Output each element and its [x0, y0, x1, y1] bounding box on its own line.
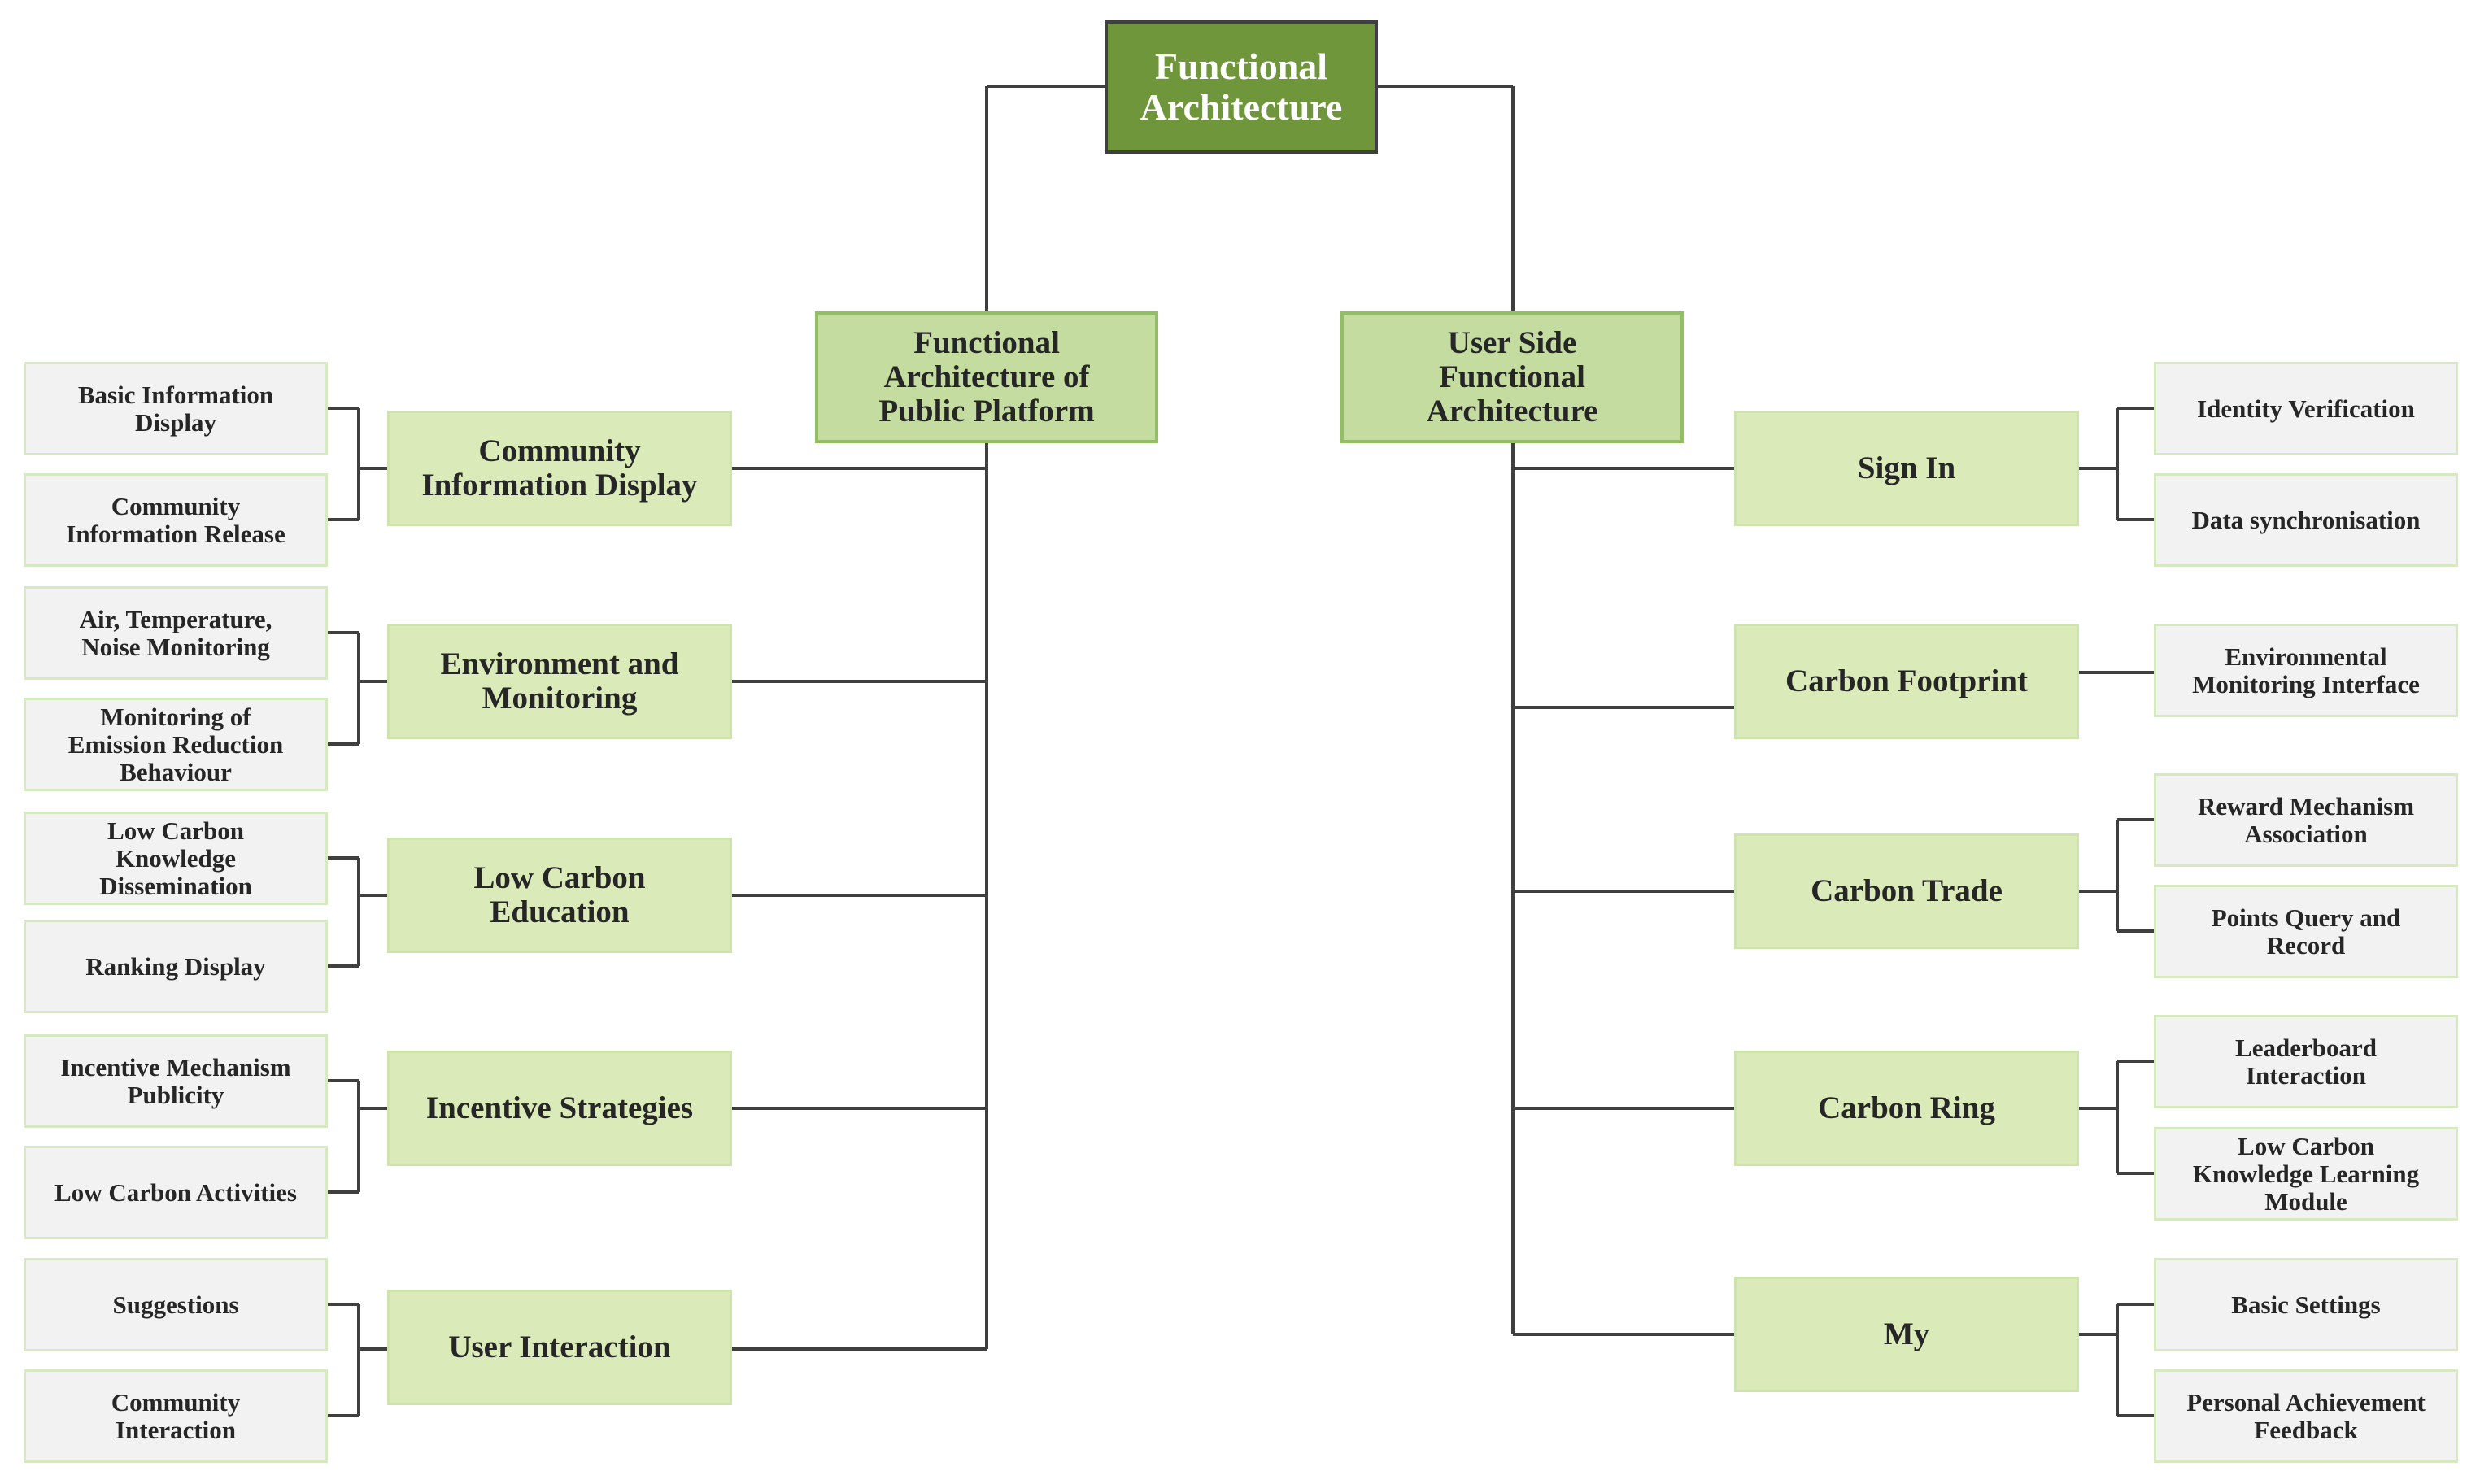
module-my: My [1734, 1277, 2079, 1392]
leaf-ranking-display: Ranking Display [24, 920, 328, 1013]
leaf-basic-settings: Basic Settings [2154, 1258, 2458, 1351]
module-user-interaction: User Interaction [387, 1290, 732, 1405]
leaf-low-carbon-activities: Low Carbon Activities [24, 1146, 328, 1239]
module-carbon-trade: Carbon Trade [1734, 833, 2079, 949]
module-carbon-footprint: Carbon Footprint [1734, 624, 2079, 739]
module-carbon-ring: Carbon Ring [1734, 1051, 2079, 1166]
module-incentive-strategies: Incentive Strategies [387, 1051, 732, 1166]
leaf-suggestions: Suggestions [24, 1258, 328, 1351]
module-sign-in: Sign In [1734, 411, 2079, 526]
leaf-air-temperature-noise-monitoring: Air, Temperature,Noise Monitoring [24, 586, 328, 680]
leaf-identity-verification: Identity Verification [2154, 362, 2458, 455]
leaf-data-synchronisation: Data synchronisation [2154, 473, 2458, 567]
